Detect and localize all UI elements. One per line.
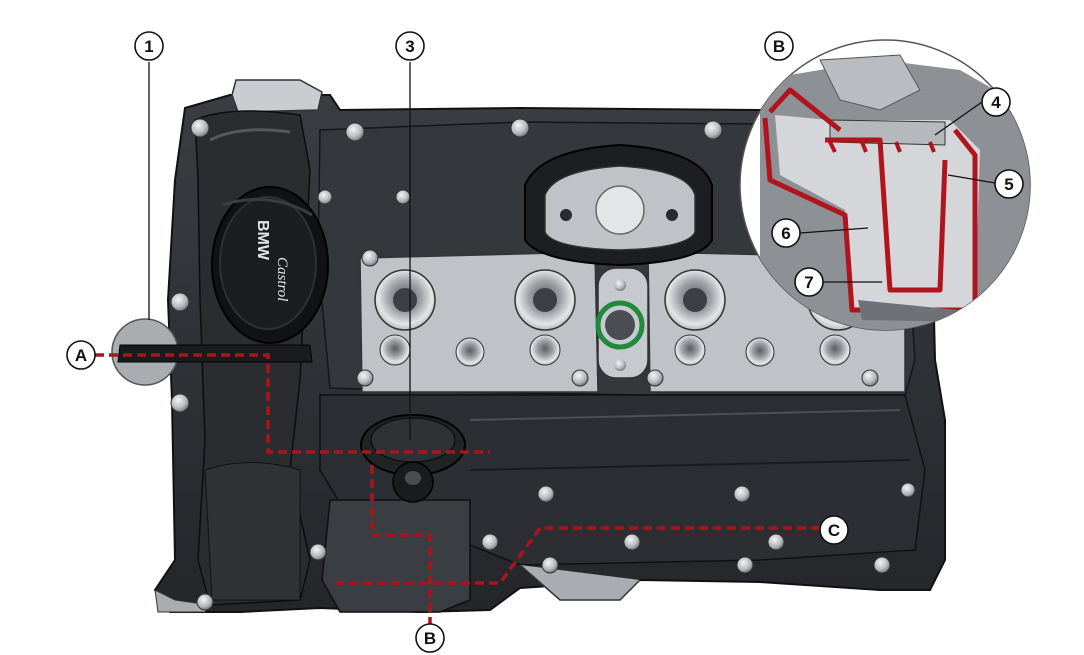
callout-1-label: 1: [144, 37, 153, 56]
breather-boss: [231, 79, 323, 113]
callouts: 1 3 B 4 5 6 7 A: [66, 31, 1024, 653]
separator-lower-body: [204, 462, 301, 601]
rail-groove: [469, 459, 911, 471]
detail-view-b: [739, 39, 1031, 331]
lower-silver-flange: [519, 564, 641, 601]
cover-lower-rail: [319, 394, 926, 566]
callout-7-label: 7: [804, 273, 813, 292]
tower-highlight: [209, 128, 291, 142]
callout-1: 1: [134, 31, 164, 61]
separator-drain-pocket: [321, 499, 471, 613]
vacuum-pump-boss: [524, 143, 713, 267]
callout-6: 6: [771, 218, 801, 248]
callout-4-label: 4: [991, 93, 1001, 112]
oil-cap-brand-text: BMW: [254, 220, 271, 261]
callout-3-label: 3: [405, 37, 414, 56]
path-C: [335, 526, 820, 585]
callout-C-label: C: [828, 521, 840, 540]
camshaft-sensor: [595, 267, 649, 379]
callout-A: A: [66, 340, 96, 370]
callout-B-top-label: B: [773, 37, 785, 56]
oil-cap-rim: [221, 197, 313, 217]
callout-A-label: A: [75, 346, 87, 365]
blow-by-gas-paths: [95, 353, 820, 625]
callout-B-top: B: [764, 31, 794, 61]
callout-B-bottom-label: B: [424, 629, 436, 648]
callout-6-label: 6: [781, 224, 790, 243]
callout-B-bottom: B: [415, 623, 445, 653]
callout-5-label: 5: [1004, 175, 1013, 194]
sensor-green-seal: [595, 300, 645, 350]
oil-cap-oil-brand-text: Castrol: [274, 257, 290, 301]
callout-5: 5: [994, 169, 1024, 199]
path-A: [95, 353, 490, 454]
callout-4: 4: [981, 87, 1011, 117]
bolts: [170, 118, 916, 611]
detail-oil-path: [762, 87, 978, 313]
leader-lines: [148, 62, 411, 440]
callout-C: C: [819, 515, 849, 545]
oil-filler-cap: BMW Castrol: [211, 186, 329, 344]
callout-3: 3: [395, 31, 425, 61]
callout-7: 7: [794, 267, 824, 297]
path-B: [370, 465, 432, 625]
small-bores: [379, 334, 851, 367]
rail-ridge: [469, 409, 901, 421]
